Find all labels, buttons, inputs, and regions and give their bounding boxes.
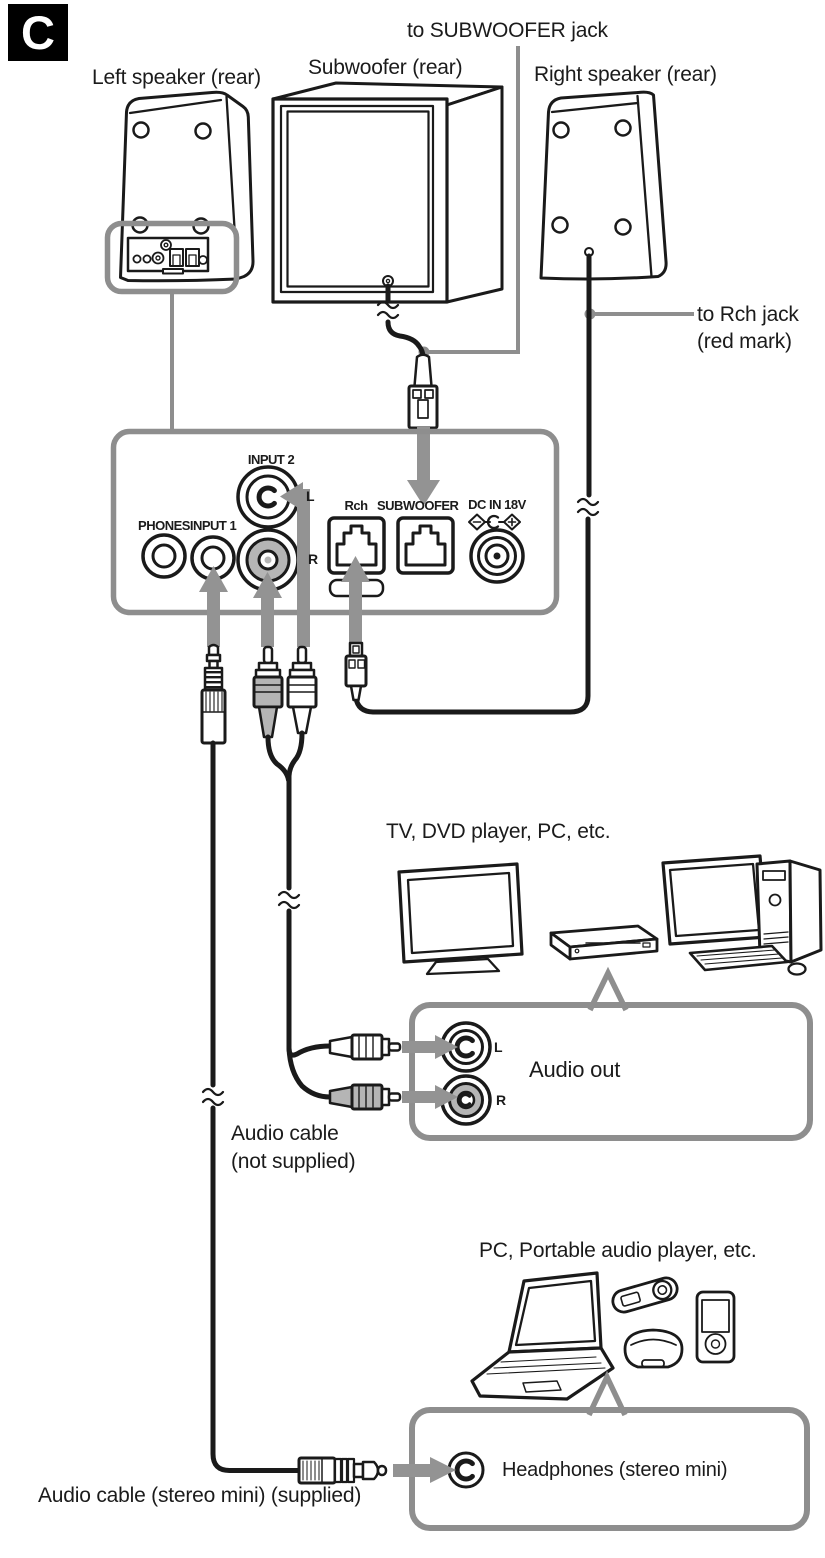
panel-label-subwoofer: SUBWOOFER	[377, 498, 459, 513]
input2-right-arrow	[253, 572, 282, 647]
audio-out-title: Audio out	[529, 1057, 621, 1082]
audio-cable-label-line2: (not supplied)	[231, 1150, 356, 1173]
to-rch-label-line1: to Rch jack	[697, 303, 799, 326]
rca-plug-red-input2	[252, 645, 284, 739]
phones-jack	[141, 533, 187, 579]
stereo-mini-plug-input1	[200, 643, 227, 745]
figure-badge: C	[8, 4, 68, 61]
headphones-callout	[409, 1370, 810, 1531]
audio-out-right-arrow	[402, 1085, 458, 1109]
right-speaker-label: Right speaker (rear)	[534, 63, 717, 86]
left-speaker-jack-panel	[126, 236, 210, 275]
audio-out-callout	[409, 966, 813, 1141]
left-speaker-jack-callout	[104, 220, 240, 295]
panel-label-input1: INPUT 1	[189, 518, 237, 533]
supplied-cable-label: Audio cable (stereo mini) (supplied)	[38, 1484, 362, 1507]
subwoofer-plug	[407, 353, 439, 430]
tv-illustration	[397, 862, 524, 976]
stereo-mini-cable	[201, 740, 302, 1473]
left-speaker-label: Left speaker (rear)	[92, 66, 261, 89]
right-speaker-illustration	[539, 90, 668, 281]
headphones-pointer	[586, 1370, 628, 1417]
rch-jack	[327, 516, 386, 598]
panel-label-right: R	[308, 551, 319, 567]
speaker-jack-panel-enlarged	[110, 428, 560, 616]
rca-plug-red-to-audio-out	[328, 1083, 402, 1111]
pc-group-label: PC, Portable audio player, etc.	[479, 1239, 757, 1262]
panel-label-left: L	[306, 488, 315, 504]
headphones-title: Headphones (stereo mini)	[502, 1459, 728, 1481]
rch-arrow	[341, 556, 370, 647]
rca-plug-white-to-audio-out	[328, 1033, 402, 1061]
audio-out-pointer	[587, 966, 629, 1012]
rch-leader-line	[584, 308, 694, 320]
tv-group-label: TV, DVD player, PC, etc.	[386, 820, 611, 843]
panel-label-input2: INPUT 2	[247, 452, 295, 467]
input1-arrow	[199, 566, 228, 647]
to-subwoofer-label: to SUBWOOFER jack	[407, 19, 608, 42]
audio-out-left-label: L	[494, 1039, 503, 1055]
panel-label-phones: PHONES	[138, 518, 190, 533]
audio-out-right-label: R	[496, 1092, 507, 1108]
dc-in-jack	[469, 528, 525, 584]
audio-out-left-arrow	[402, 1035, 458, 1059]
subwoofer-illustration	[271, 81, 504, 304]
to-rch-label-line2: (red mark)	[697, 330, 792, 353]
headphones-arrow	[393, 1457, 456, 1483]
left-speaker-illustration	[104, 90, 255, 295]
modular-plug-rch	[344, 641, 368, 702]
audio-out-right-jack	[440, 1074, 492, 1126]
rca-audio-cable	[265, 730, 333, 1100]
mp3-player-illustration	[695, 1290, 736, 1364]
dvd-player-illustration	[549, 924, 659, 961]
desktop-pc-illustration	[661, 854, 823, 976]
audio-cable-label-line1: Audio cable	[231, 1122, 339, 1145]
cd-player-illustration	[623, 1328, 684, 1369]
rca-plug-white-input2	[286, 645, 318, 735]
portable-player-stick-illustration	[611, 1276, 679, 1314]
subwoofer-arrow	[407, 427, 440, 506]
subwoofer-jack	[396, 516, 455, 575]
stereo-mini-plug-to-headphones	[297, 1456, 388, 1485]
right-speaker-cable	[353, 253, 600, 715]
dc-polarity-icon	[468, 513, 521, 531]
subwoofer-label: Subwoofer (rear)	[308, 56, 463, 79]
input2-left-jack	[236, 465, 300, 529]
panel-label-rch: Rch	[344, 498, 368, 513]
input2-left-arrow	[280, 482, 310, 647]
laptop-illustration	[470, 1271, 615, 1401]
subwoofer-cable	[376, 283, 426, 360]
panel-label-dc-in: DC IN 18V	[468, 497, 526, 512]
